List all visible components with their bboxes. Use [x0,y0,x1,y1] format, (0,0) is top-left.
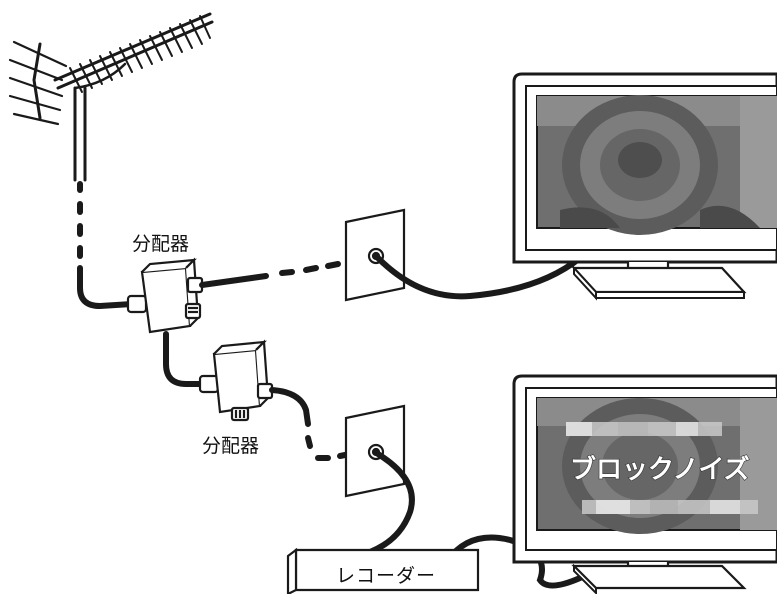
tv-top [512,72,777,301]
splitter-top [126,257,204,334]
wall-outlet-top [344,208,406,302]
wall-outlet-bottom [344,404,406,498]
cable-top-to-wall [199,261,341,288]
recorder-label: レコーダー [336,565,436,587]
tv-bottom: ブロックノイズ [512,374,777,594]
recorder-device [286,547,480,594]
cable-wall-to-recorder [367,451,415,555]
splitter-bottom [198,339,274,422]
cable-splitter-to-splitter [163,331,207,387]
splitter-top-label: 分配器 [132,233,189,255]
block-noise-label: ブロックノイズ [570,454,750,485]
splitter-bottom-label: 分配器 [202,435,259,457]
antenna-drop-cable [77,181,135,310]
cable-bottom-to-wall [269,387,353,461]
antenna-icon [8,12,214,182]
cable-wall-to-tv-top [375,255,583,300]
